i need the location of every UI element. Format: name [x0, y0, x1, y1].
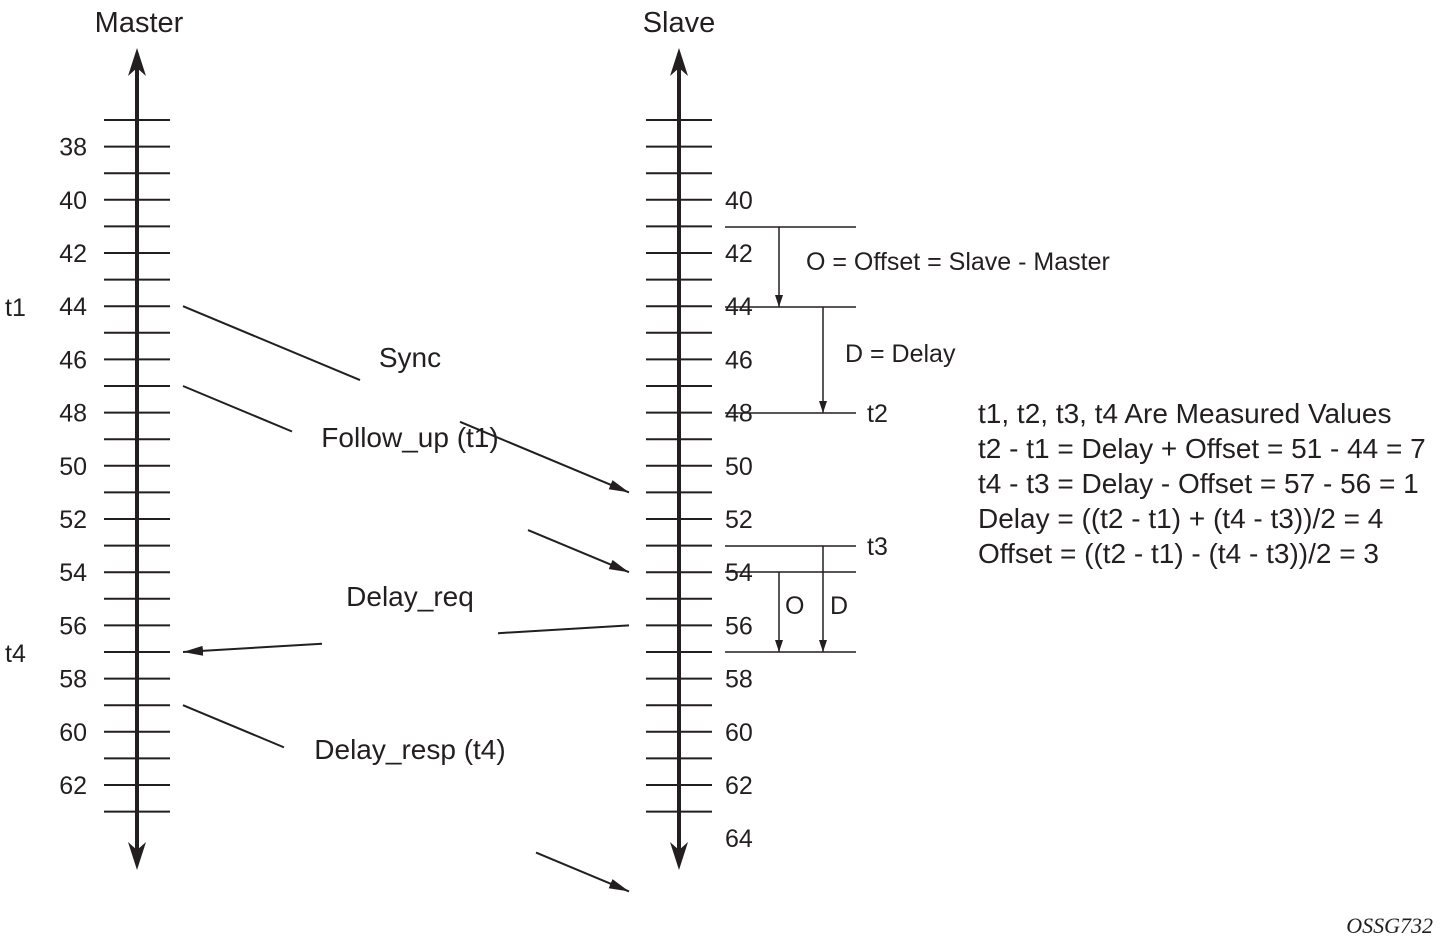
- delay-definition: D = Delay: [845, 340, 956, 368]
- message-arrow: [459, 420, 630, 494]
- tick-label: 46: [725, 346, 753, 374]
- tick-label: 60: [725, 719, 753, 747]
- note-line: t4 - t3 = Delay - Offset = 57 - 56 = 1: [978, 468, 1419, 499]
- time-marker-t4: t4: [5, 640, 26, 668]
- notes-block: t1, t2, t3, t4 Are Measured Values t2 - t…: [978, 398, 1426, 569]
- tick-label: 64: [725, 825, 753, 853]
- message-3: Delay_resp (t4): [182, 704, 630, 893]
- axis-arrow-down: [670, 842, 688, 870]
- axis-arrow-up: [670, 48, 688, 76]
- message-label: Delay_resp (t4): [314, 734, 505, 765]
- message-2: Delay_req: [182, 581, 630, 656]
- tick-label: 50: [59, 453, 87, 481]
- tick-label: 58: [59, 666, 87, 694]
- tick-label: 62: [725, 772, 753, 800]
- t2-label: t2: [867, 400, 888, 428]
- message-label: Follow_up (t1): [321, 422, 498, 453]
- tick-label: 54: [725, 559, 753, 587]
- tick-label: 50: [725, 453, 753, 481]
- master-title: Master: [95, 7, 184, 39]
- message-line-start: [182, 704, 285, 749]
- tick-label: 54: [59, 559, 87, 587]
- tick-label: 38: [59, 134, 87, 162]
- time-marker-t1: t1: [5, 294, 26, 322]
- note-line: t2 - t1 = Delay + Offset = 51 - 44 = 7: [978, 433, 1426, 464]
- t3-label: t3: [867, 533, 888, 561]
- tick-label: 62: [59, 772, 87, 800]
- tick-label: 40: [59, 187, 87, 215]
- message-1: Follow_up (t1): [182, 385, 630, 574]
- offset-definition: O = Offset = Slave - Master: [806, 248, 1110, 276]
- tick-label: 42: [725, 240, 753, 268]
- note-line: Delay = ((t2 - t1) + (t4 - t3))/2 = 4: [978, 503, 1383, 534]
- message-arrow: [535, 851, 630, 893]
- note-line: t1, t2, t3, t4 Are Measured Values: [978, 398, 1392, 429]
- tick-label: 40: [725, 187, 753, 215]
- tick-label: 52: [725, 506, 753, 534]
- message-0: Sync: [182, 305, 630, 494]
- tick-label: 58: [725, 666, 753, 694]
- tick-label: 52: [59, 506, 87, 534]
- message-line-start: [182, 385, 293, 433]
- tick-label: 48: [59, 400, 87, 428]
- message-arrow: [182, 642, 323, 656]
- note-line: Offset = ((t2 - t1) - (t4 - t3))/2 = 3: [978, 538, 1379, 569]
- figure-code: OSSG732: [1346, 913, 1433, 938]
- tick-label: 44: [59, 293, 87, 321]
- tick-label: 46: [59, 346, 87, 374]
- tick-label: 56: [725, 612, 753, 640]
- message-line-start: [182, 305, 361, 382]
- message-line-start: [497, 624, 630, 635]
- tick-label: 42: [59, 240, 87, 268]
- master-timeline: 38 40 42 44 46 48 50 52 54 56 58 60 62 t1 t4: [5, 48, 170, 870]
- slave-title: Slave: [643, 7, 716, 39]
- message-label: Sync: [379, 342, 441, 373]
- o-short-label: O: [785, 592, 804, 620]
- message-arrow: [527, 529, 630, 574]
- message-label: Delay_req: [346, 581, 474, 612]
- axis-arrow-down: [128, 842, 146, 870]
- tick-label: 56: [59, 612, 87, 640]
- offset-delay-annotations: O = Offset = Slave - Master D = Delay t2…: [725, 226, 1110, 653]
- d-short-label: D: [830, 592, 848, 620]
- axis-arrow-up: [128, 48, 146, 76]
- tick-label: 60: [59, 719, 87, 747]
